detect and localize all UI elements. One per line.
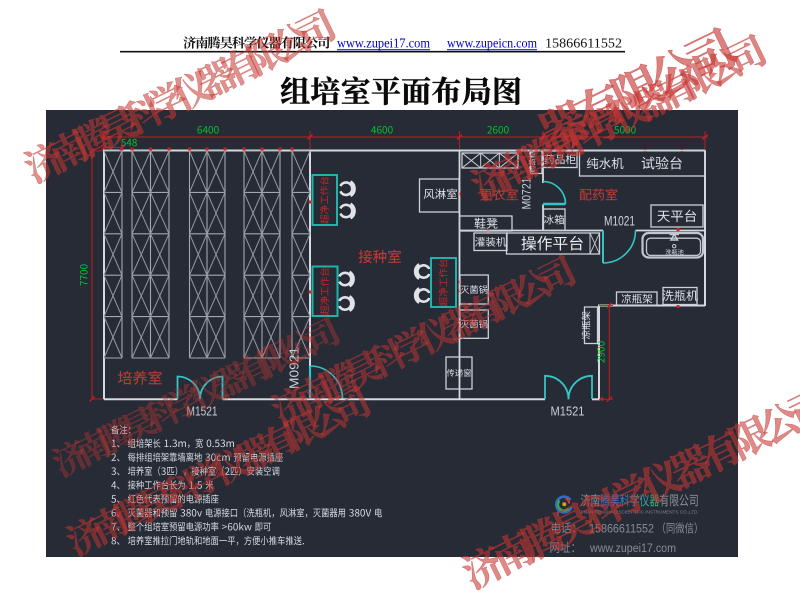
svg-text:M1021: M1021: [604, 213, 635, 228]
svg-text:JINAN TENGHAO SCIENTIFIC INSTR: JINAN TENGHAO SCIENTIFIC INSTRUMENTS CO.…: [580, 510, 699, 515]
svg-text:www.zupei17.com: www.zupei17.com: [337, 36, 430, 51]
svg-text:15866611552: 15866611552: [589, 524, 654, 536]
svg-text:M1521: M1521: [551, 405, 585, 419]
svg-text:www.zupeicn.com: www.zupeicn.com: [447, 36, 537, 51]
svg-text:M0921: M0921: [288, 347, 302, 389]
svg-text:www.zupei17.com: www.zupei17.com: [589, 541, 676, 555]
svg-text:15866611552: 15866611552: [545, 36, 622, 51]
svg-text:M0721: M0721: [520, 177, 534, 209]
svg-text:M1521: M1521: [187, 405, 218, 419]
